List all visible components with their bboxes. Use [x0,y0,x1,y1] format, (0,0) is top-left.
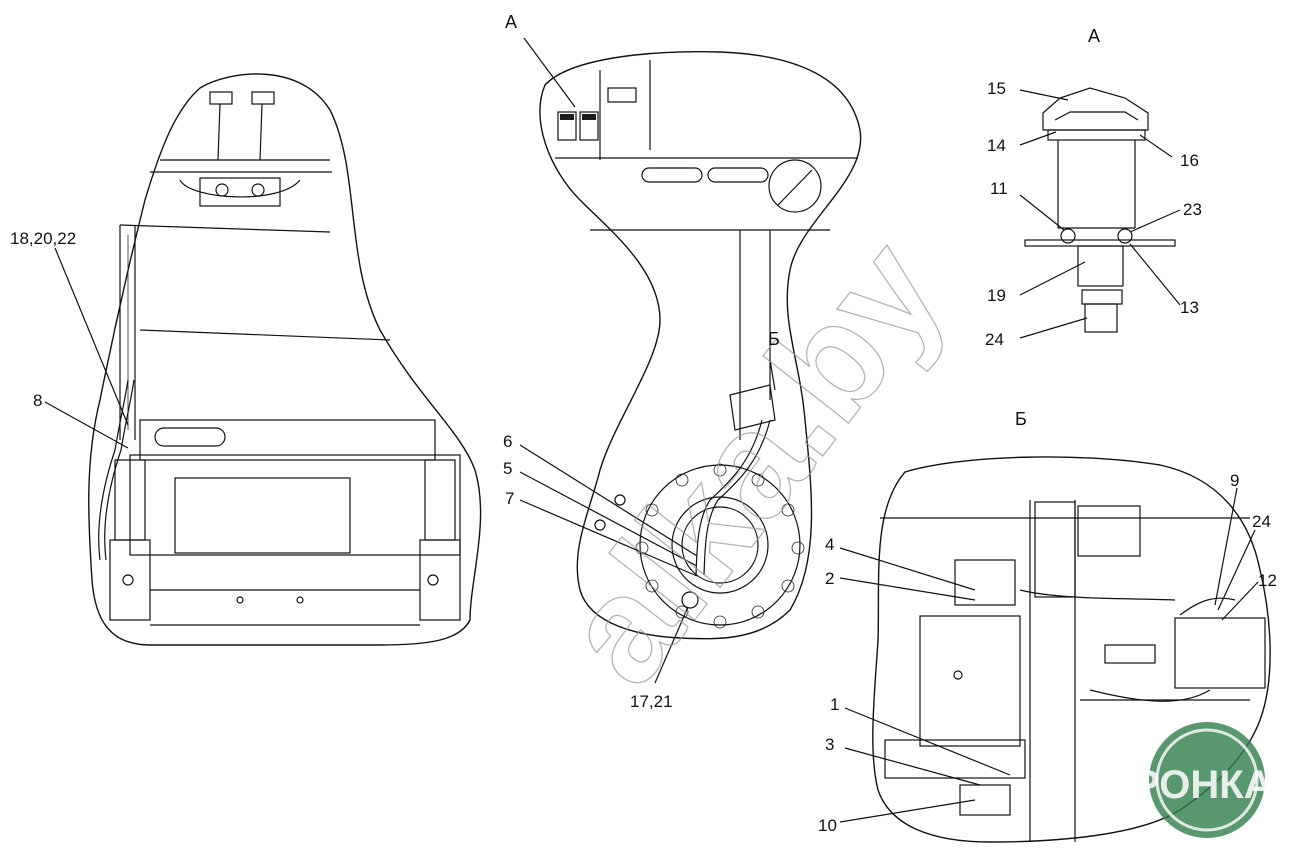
agronka-logo: АГРОНКА [1081,722,1273,838]
callout-7: 7 [505,489,514,508]
callout-16: 16 [1180,151,1199,170]
view-a-title: А [1088,26,1100,46]
view-a-marker: А [505,12,517,32]
callout-8: 8 [33,391,42,410]
logo-text: АГРОНКА [1081,763,1272,807]
callout-14: 14 [987,136,1006,155]
leader-lines [44,37,1259,823]
view-b-marker: Б [768,329,780,349]
callout-13: 13 [1180,298,1199,317]
callout-17-21: 17,21 [630,692,673,711]
callout-23: 23 [1183,200,1202,219]
callout-24-a: 24 [985,330,1004,349]
callout-11: 11 [990,179,1008,198]
callout-9: 9 [1230,471,1239,490]
detail-a-section [1024,87,1176,333]
labels: А А Б Б 18,20,22 8 6 5 7 17,21 15 14 16 … [10,12,1277,835]
callout-2: 2 [825,569,834,588]
callout-24-b: 24 [1252,512,1271,531]
callout-12: 12 [1258,571,1277,590]
callout-5: 5 [503,459,512,478]
view-b-title: Б [1015,409,1027,429]
callout-1: 1 [830,695,839,714]
callout-15: 15 [987,79,1006,98]
callout-6: 6 [503,432,512,451]
callout-18-20-22: 18,20,22 [10,229,76,248]
callout-4: 4 [825,535,834,554]
callout-19: 19 [987,286,1006,305]
callout-3: 3 [825,735,834,754]
left-detail-view [88,73,482,646]
middle-detail-view [539,51,862,640]
callout-10: 10 [818,816,837,835]
